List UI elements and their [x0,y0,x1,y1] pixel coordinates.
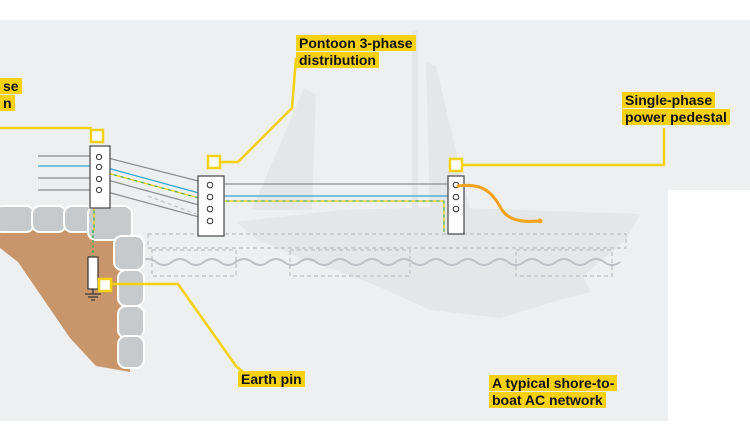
pontoon-outline [147,195,627,277]
shore-power-cable [456,183,542,223]
boat-silhouette [236,30,640,318]
callout-marker-left [89,128,105,144]
water-wave [139,258,621,266]
terminal [452,193,460,201]
terminal [95,186,103,194]
caption-line2: boat AC network [489,392,606,408]
label-pontoon-line1: Pontoon 3-phase [296,35,416,51]
power-pedestal [447,175,465,235]
earth-pin [87,256,99,290]
label-pontoon-line2: distribution [296,52,379,68]
callout-line-pontoon [216,57,298,164]
terminal [452,205,460,213]
callout-marker-pedestal [448,157,464,173]
pontoon-distribution-box [197,175,225,237]
pontoon-to-pedestal-cables [212,183,456,232]
terminal [206,193,214,201]
shore-to-pontoon-cables [93,155,211,230]
ground-symbol-icon [85,289,101,301]
terminal [95,153,103,161]
earth-bank [0,210,130,372]
terminal [206,205,214,213]
incoming-cables [38,155,98,191]
label-pontoon-distribution: Pontoon 3-phase distribution [296,35,446,69]
caption-line1: A typical shore-to- [489,375,618,391]
label-single-phase-pedestal: Single-phase power pedestal [622,92,750,126]
callout-marker-pontoon [206,154,222,170]
diagram-caption: A typical shore-to- boat AC network [489,375,649,409]
boat-jib [426,62,470,210]
terminal [95,163,103,171]
label-partial-left-line2: n [0,95,15,111]
callout-markers [89,128,464,293]
boat-hull [236,207,640,318]
label-partial-left: se n [0,78,40,112]
terminal [206,217,214,225]
shore-distribution-box [89,145,111,209]
boat-mainsail [252,88,316,210]
quay-stones [0,205,145,369]
callout-line-pedestal [456,128,666,167]
label-earth-text: Earth pin [238,371,305,387]
terminal [95,175,103,183]
label-partial-left-line1: se [0,78,22,94]
label-single-line1: Single-phase [622,92,716,108]
boat-mast [412,30,418,218]
boat-keel [540,248,590,300]
label-earth-pin: Earth pin [238,371,318,388]
label-single-line2: power pedestal [622,109,730,125]
callout-marker-earth [97,277,113,293]
terminal [206,181,214,189]
